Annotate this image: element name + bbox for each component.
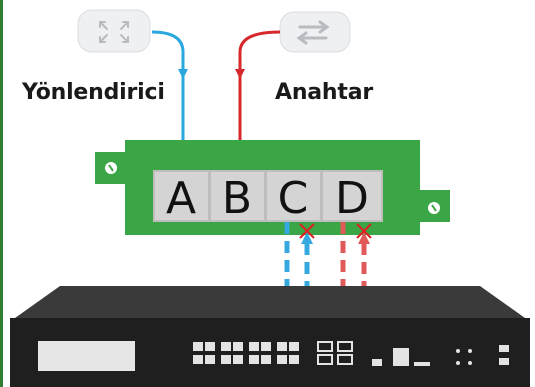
port-d <box>323 172 381 220</box>
switch-label: Anahtar <box>275 80 374 105</box>
port-c <box>267 172 320 220</box>
blocked-x-mark-c <box>299 223 315 239</box>
switch-icon <box>279 11 351 53</box>
port-a-label: A <box>166 173 196 224</box>
switch-to-port-b-link <box>235 30 281 167</box>
port-c-label: C <box>278 173 309 224</box>
port-a <box>155 172 208 220</box>
port-b-label: B <box>222 173 252 224</box>
router-to-port-a-link <box>151 30 188 167</box>
chassis-misc-ports <box>372 345 509 366</box>
router-label: Yönlendirici <box>22 80 165 105</box>
port-d-label: D <box>335 173 369 224</box>
chassis-sfp-ports <box>317 341 353 365</box>
router-icon <box>77 9 151 53</box>
chassis-port-group <box>193 342 299 364</box>
page-left-edge <box>0 0 3 387</box>
network-switch-chassis <box>10 286 530 387</box>
patch-panel: A B C D <box>95 140 450 235</box>
blocked-x-mark-d <box>356 223 372 239</box>
port-b <box>211 172 264 220</box>
chassis-label-plate <box>38 341 135 371</box>
